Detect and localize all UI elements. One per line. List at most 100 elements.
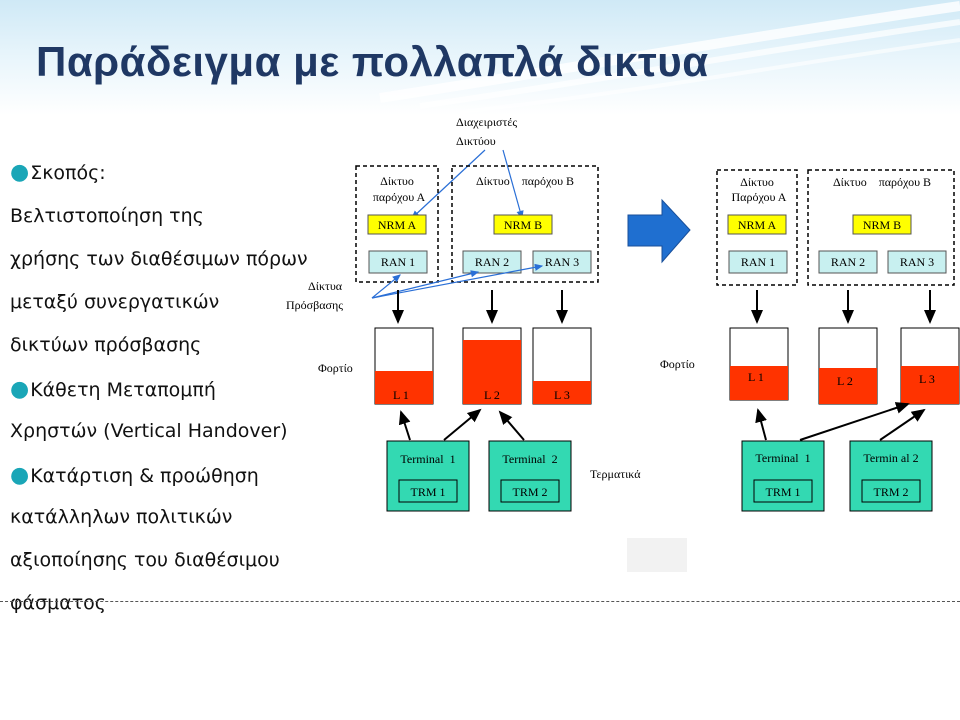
terminal-label: Terminal 1: [755, 451, 810, 465]
pointer-line: [502, 149, 524, 220]
bullet-text: Κάθετη Μεταπομπή: [30, 379, 216, 401]
bullet-text: Χρηστών (Vertical Handover): [10, 420, 288, 442]
trm-label: TRM 1: [765, 485, 800, 499]
bullet-dot-icon: ●: [10, 377, 30, 402]
load-bar-l2: L 2: [818, 327, 878, 405]
provider-b-label: Δίκτυο παρόχου Β: [476, 174, 574, 188]
arrow: [398, 410, 411, 441]
load-label: Φορτίο: [660, 357, 695, 371]
trm-box: [753, 479, 813, 503]
ran3-box: [532, 250, 592, 274]
pointer-line: [371, 263, 544, 299]
load-name: L 1: [393, 388, 409, 402]
load-fill: [819, 368, 877, 404]
bullet-line: ●Σκοπός:: [10, 160, 106, 185]
trm-box: [500, 479, 560, 503]
load-bar-l1: L 1: [729, 327, 789, 401]
terminal-label: Terminal 1: [400, 452, 455, 466]
bullet-text: χρήσης των διαθέσιμων πόρων: [10, 248, 308, 270]
load-label: Φορτίο: [318, 361, 353, 375]
bullet-line: δικτύων πρόσβασης: [10, 334, 201, 356]
bullet-dot-icon: ●: [10, 160, 30, 185]
bullet-text: δικτύων πρόσβασης: [10, 334, 202, 356]
nrm-a-label: NRM A: [378, 218, 417, 232]
provider-b-box: [807, 169, 955, 286]
load-name: L 3: [919, 372, 935, 386]
bullet-line: μεταξύ συνεργατικών: [10, 291, 219, 313]
bullet-line: κατάλληλων πολιτικών: [10, 506, 232, 528]
trm-label: TRM 2: [873, 485, 908, 499]
placeholder-box: [627, 538, 687, 572]
nrm-b-box: [493, 214, 553, 235]
ran1-label: RAN 1: [741, 255, 775, 269]
provider-a-label: Παρόχου Α: [732, 190, 787, 204]
arrow: [443, 408, 482, 441]
ran2-box: [818, 250, 878, 274]
load-bar-l3: L 3: [532, 327, 592, 405]
trm-box: [861, 479, 921, 503]
terminal-2: Terminal 2 TRM 2: [488, 440, 572, 512]
network-managers-label: Διαχειριστές: [456, 115, 517, 129]
bullet-dot-icon: ●: [10, 463, 30, 488]
transition-arrow-icon: [627, 198, 691, 264]
load-bar-l1: L 1: [374, 327, 434, 405]
ran2-label: RAN 2: [475, 255, 509, 269]
arrow: [755, 408, 767, 441]
bullet-line: ●Κατάρτιση & προώθηση: [10, 463, 259, 488]
load-name: L 2: [837, 374, 853, 388]
ran1-label: RAN 1: [381, 255, 415, 269]
terminal-1: Terminal 1 TRM 1: [741, 440, 825, 512]
trm-label: TRM 2: [512, 485, 547, 499]
bullet-line: ●Κάθετη Μεταπομπή: [10, 377, 216, 402]
ran2-box: [462, 250, 522, 274]
access-networks-label: Δίκτυα: [308, 279, 343, 293]
load-bar-l3: L 3: [900, 327, 960, 405]
load-fill: [533, 381, 591, 404]
provider-a-box: [716, 169, 798, 286]
provider-a-label: Δίκτυο: [740, 175, 774, 189]
pointer-line: [371, 270, 480, 299]
load-bar-l2: L 2: [462, 327, 522, 405]
ran1-box: [728, 250, 788, 274]
provider-b-label: Δίκτυο παρόχου Β: [833, 175, 931, 189]
nrm-b-label: NRM B: [504, 218, 542, 232]
trm-label: TRM 1: [410, 485, 445, 499]
bullet-line: φάσματος: [10, 592, 106, 614]
load-name: L 1: [748, 370, 764, 384]
nrm-a-box: [367, 214, 427, 235]
bullet-line: Βελτιστοποίηση της: [10, 205, 204, 227]
bullet-line: χρήσης των διαθέσιμων πόρων: [10, 248, 308, 270]
ran1-box: [368, 250, 428, 274]
terminal-2: Termin al 2 TRM 2: [849, 440, 933, 512]
provider-a-label: Δίκτυο: [380, 174, 414, 188]
terminal-label: Terminal 2: [502, 452, 557, 466]
nrm-b-box: [852, 214, 912, 235]
header-swoosh: [379, 1, 960, 114]
load-fill: [730, 366, 788, 400]
bullet-line: Χρηστών (Vertical Handover): [10, 420, 288, 442]
load-fill: [463, 340, 521, 404]
network-managers-label: Δικτύου: [456, 134, 496, 148]
access-networks-label: Πρόσβασης: [286, 298, 343, 312]
terminal-1: Terminal 1 TRM 1: [386, 440, 470, 512]
ran3-box: [887, 250, 947, 274]
provider-b-box: [451, 165, 599, 283]
pointer-line: [371, 274, 401, 299]
slide-title: Παράδειγμα με πολλαπλά δικτυα: [36, 38, 709, 85]
nrm-a-box: [727, 214, 787, 235]
bullet-text: αξιοποίησης του διαθέσιμου: [10, 549, 280, 571]
bullet-text: Σκοπός:: [30, 162, 106, 184]
pointer-line: [411, 149, 486, 219]
arrow: [498, 410, 525, 441]
load-fill: [901, 366, 959, 404]
nrm-b-label: NRM B: [863, 218, 901, 232]
bullet-line: αξιοποίησης του διαθέσιμου: [10, 549, 280, 571]
provider-a-label: παρόχου Α: [373, 190, 426, 204]
terminal-label: Termin al 2: [863, 451, 918, 465]
terminals-label: Τερματικά: [590, 467, 641, 481]
bullet-text: φάσματος: [10, 592, 106, 614]
arrow: [879, 408, 926, 441]
ran2-label: RAN 2: [831, 255, 865, 269]
nrm-a-label: NRM A: [738, 218, 777, 232]
